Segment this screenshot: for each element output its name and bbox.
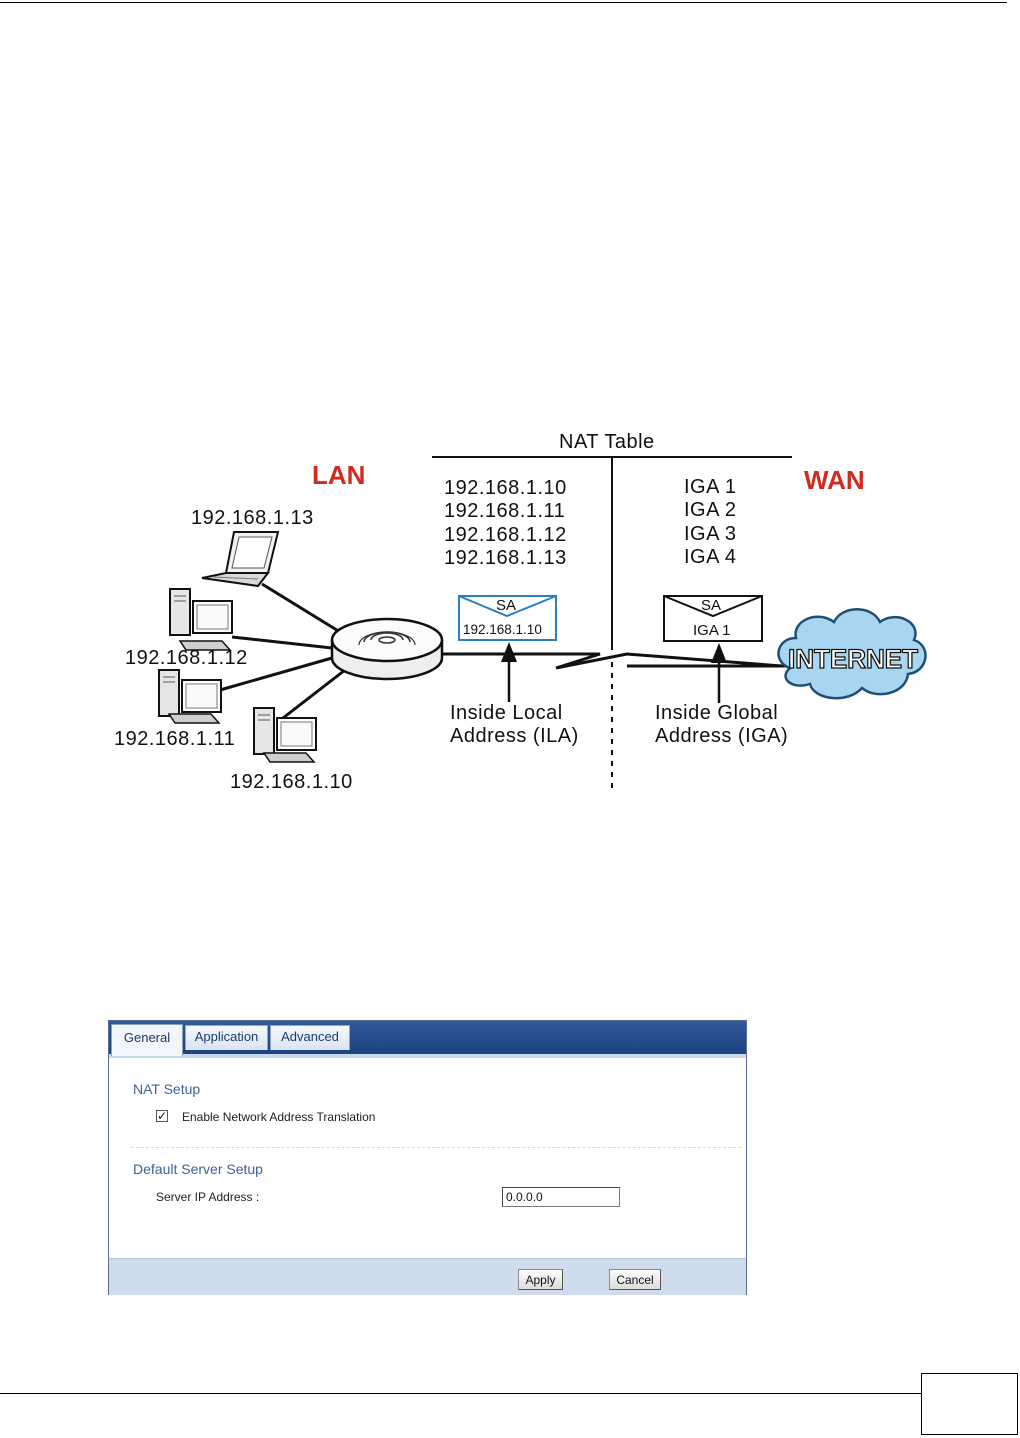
- arrow-icon: [711, 643, 727, 703]
- ila-caption: Address (ILA): [450, 725, 579, 747]
- page-number-box: [921, 1373, 1018, 1435]
- packet-address: IGA 1: [693, 622, 731, 639]
- iga-caption: Address (IGA): [655, 725, 788, 747]
- router-icon: [330, 617, 444, 681]
- iga-entry: IGA 3: [684, 523, 737, 545]
- ila-entry: 192.168.1.11: [444, 500, 565, 522]
- ila-entry: 192.168.1.12: [444, 524, 567, 546]
- tab-application[interactable]: Application: [185, 1025, 268, 1050]
- desktop-icon: [169, 588, 233, 651]
- arrow-icon: [501, 642, 517, 702]
- apply-button[interactable]: Apply: [518, 1269, 563, 1290]
- host-label: 192.168.1.13: [191, 507, 314, 529]
- header-rule: [0, 2, 1007, 3]
- server-ip-label: Server IP Address :: [156, 1190, 260, 1204]
- tab-general[interactable]: General: [111, 1024, 183, 1056]
- tab-bar: General Application Advanced: [109, 1021, 746, 1058]
- cloud-icon: [777, 608, 927, 700]
- lan-label: LAN: [312, 460, 365, 490]
- nat-setup-title: NAT Setup: [133, 1081, 201, 1097]
- packet-address: 192.168.1.10: [463, 622, 542, 637]
- ila-entry: 192.168.1.10: [444, 477, 567, 499]
- nat-diagram: NAT Table LAN WAN 192.168.1.10 192.168.1…: [114, 431, 927, 793]
- tab-advanced[interactable]: Advanced: [270, 1025, 350, 1050]
- packet-envelope-ila: [458, 595, 557, 641]
- iga-entry: IGA 1: [684, 476, 737, 498]
- button-bar: Apply Cancel: [109, 1258, 746, 1295]
- wan-label: WAN: [804, 465, 865, 495]
- packet-sa-label: SA: [496, 597, 516, 614]
- nat-general-screen: General Application Advanced NAT Setup ✓…: [108, 1020, 747, 1295]
- desktop-icon: [158, 669, 222, 724]
- checkmark-icon: ✓: [157, 1109, 168, 1123]
- packet-envelope-iga: [663, 595, 763, 642]
- host-label: 192.168.1.10: [230, 771, 353, 793]
- ila-entry: 192.168.1.13: [444, 547, 567, 569]
- laptop-icon: [201, 531, 280, 588]
- ila-caption: Inside Local: [450, 702, 563, 724]
- default-server-title: Default Server Setup: [133, 1161, 263, 1177]
- internet-label: INTERNET: [788, 644, 918, 674]
- host-label: 192.168.1.11: [114, 728, 235, 750]
- packet-sa-label: SA: [701, 597, 721, 614]
- iga-entry: IGA 4: [684, 546, 737, 568]
- section-divider: [131, 1147, 741, 1148]
- desktop-icon: [253, 707, 317, 763]
- host-label: 192.168.1.12: [125, 647, 248, 669]
- lan-links: [219, 582, 346, 720]
- enable-nat-checkbox[interactable]: ✓: [156, 1110, 168, 1122]
- iga-caption: Inside Global: [655, 702, 778, 724]
- server-ip-input[interactable]: [502, 1187, 620, 1207]
- nat-table-title: NAT Table: [559, 431, 655, 453]
- cancel-button[interactable]: Cancel: [609, 1269, 661, 1290]
- enable-nat-label: Enable Network Address Translation: [182, 1110, 376, 1124]
- iga-entry: IGA 2: [684, 499, 737, 521]
- footer-rule: [0, 1393, 922, 1394]
